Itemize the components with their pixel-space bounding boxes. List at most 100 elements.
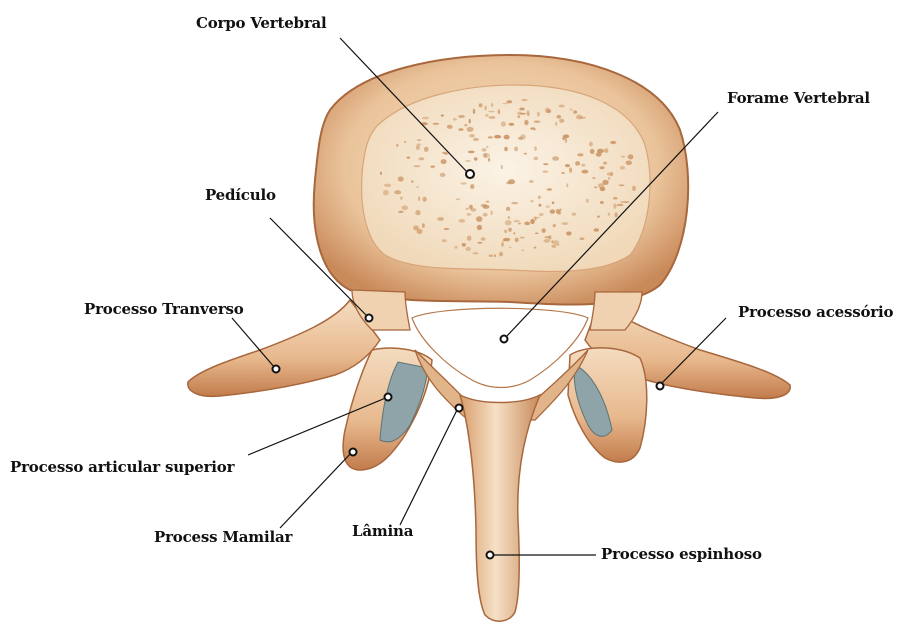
trabecula [552,156,559,161]
trabecula [404,141,406,143]
trabecula [400,197,402,200]
trabecula [413,165,420,167]
trabecula [575,161,580,165]
trabecula [537,112,540,117]
trabecula [632,186,636,191]
trabecula [418,196,420,201]
trabecula [608,177,610,180]
trabecula [566,183,568,187]
trabecula [610,141,616,144]
marker-processo-articular-superior [385,394,392,401]
trabecula [535,233,539,235]
trabecula [628,154,634,159]
trabecula [514,220,520,222]
label-lamina: Lâmina [352,522,413,540]
trabecula [538,196,541,199]
trabecula [491,103,493,107]
trabecula [604,148,608,153]
trabecula [469,119,471,124]
marker-corpo-vertebral [466,170,474,178]
trabecula [563,134,569,138]
trabecula [501,121,506,126]
trabecula [600,187,606,191]
trabecula [581,164,585,167]
trabecula [441,159,447,164]
trabecula [561,222,568,225]
trabecula [514,147,518,152]
label-corpo-vertebral: Corpo Vertebral [196,14,327,32]
marker-lamina [456,405,463,412]
trabecula [534,120,541,123]
trabecula [566,231,572,235]
trabecula [509,123,515,126]
trabecula [542,228,546,233]
trabecula [489,255,493,257]
trabecula [469,134,475,137]
trabecula [544,236,551,238]
label-processo-espinhoso: Processo espinhoso [601,545,762,563]
trabecula [473,109,475,114]
trabecula [504,147,507,152]
label-forame-vertebral: Forame Vertebral [727,89,870,107]
trabecula [422,117,429,120]
trabecula [447,125,453,129]
trabecula [506,207,510,211]
trabecula [550,209,555,213]
trabecula [465,160,471,162]
trabecula [402,205,408,210]
trabecula [590,149,595,154]
trabecula [620,166,625,170]
trabecula [613,197,618,200]
trabecula [453,118,457,121]
trabecula [503,103,508,105]
trabecula [562,138,566,140]
trabecula [524,222,530,226]
trabecula [488,158,490,162]
spinous-process [460,395,540,621]
trabecula [483,205,490,209]
trabecula [524,120,528,125]
trabecula [555,122,557,126]
trabecula [416,145,420,150]
trabecula [396,144,398,147]
trabecula [623,201,630,203]
trabecula [488,136,493,138]
trabecula [485,106,487,111]
trabecula [486,201,490,203]
trabecula [479,103,483,107]
trabecula [619,184,625,186]
trabecula [488,111,495,113]
trabecula [464,124,467,127]
trabecula [398,211,403,213]
trabecula [418,157,424,160]
trabecula [474,157,478,160]
trabecula [531,200,534,203]
trabecula [582,170,589,174]
trabecula [580,237,585,240]
trabecula [543,239,550,243]
trabecula [517,116,520,119]
trabecula [433,123,440,125]
trabecula [543,163,549,165]
label-process-mamilar: Process Mamilar [154,528,292,546]
trabecula [441,114,444,116]
trabecula [384,184,391,187]
trabecula [473,138,479,141]
trabecula [504,135,510,140]
marker-pediculo [366,315,373,322]
trabecula [482,148,487,152]
trabecula [513,232,515,234]
trabecula [415,210,420,215]
trabecula [517,112,522,116]
trabecula [592,177,596,179]
trabecula [615,212,618,217]
trabecula [486,146,488,148]
trabecula [383,190,389,195]
trabecula [561,172,564,174]
trabecula [466,208,469,210]
trabecula [407,157,410,159]
trabecula [468,151,475,154]
trabecula [533,217,540,219]
trabecula [608,213,610,216]
trabecula [580,117,586,119]
